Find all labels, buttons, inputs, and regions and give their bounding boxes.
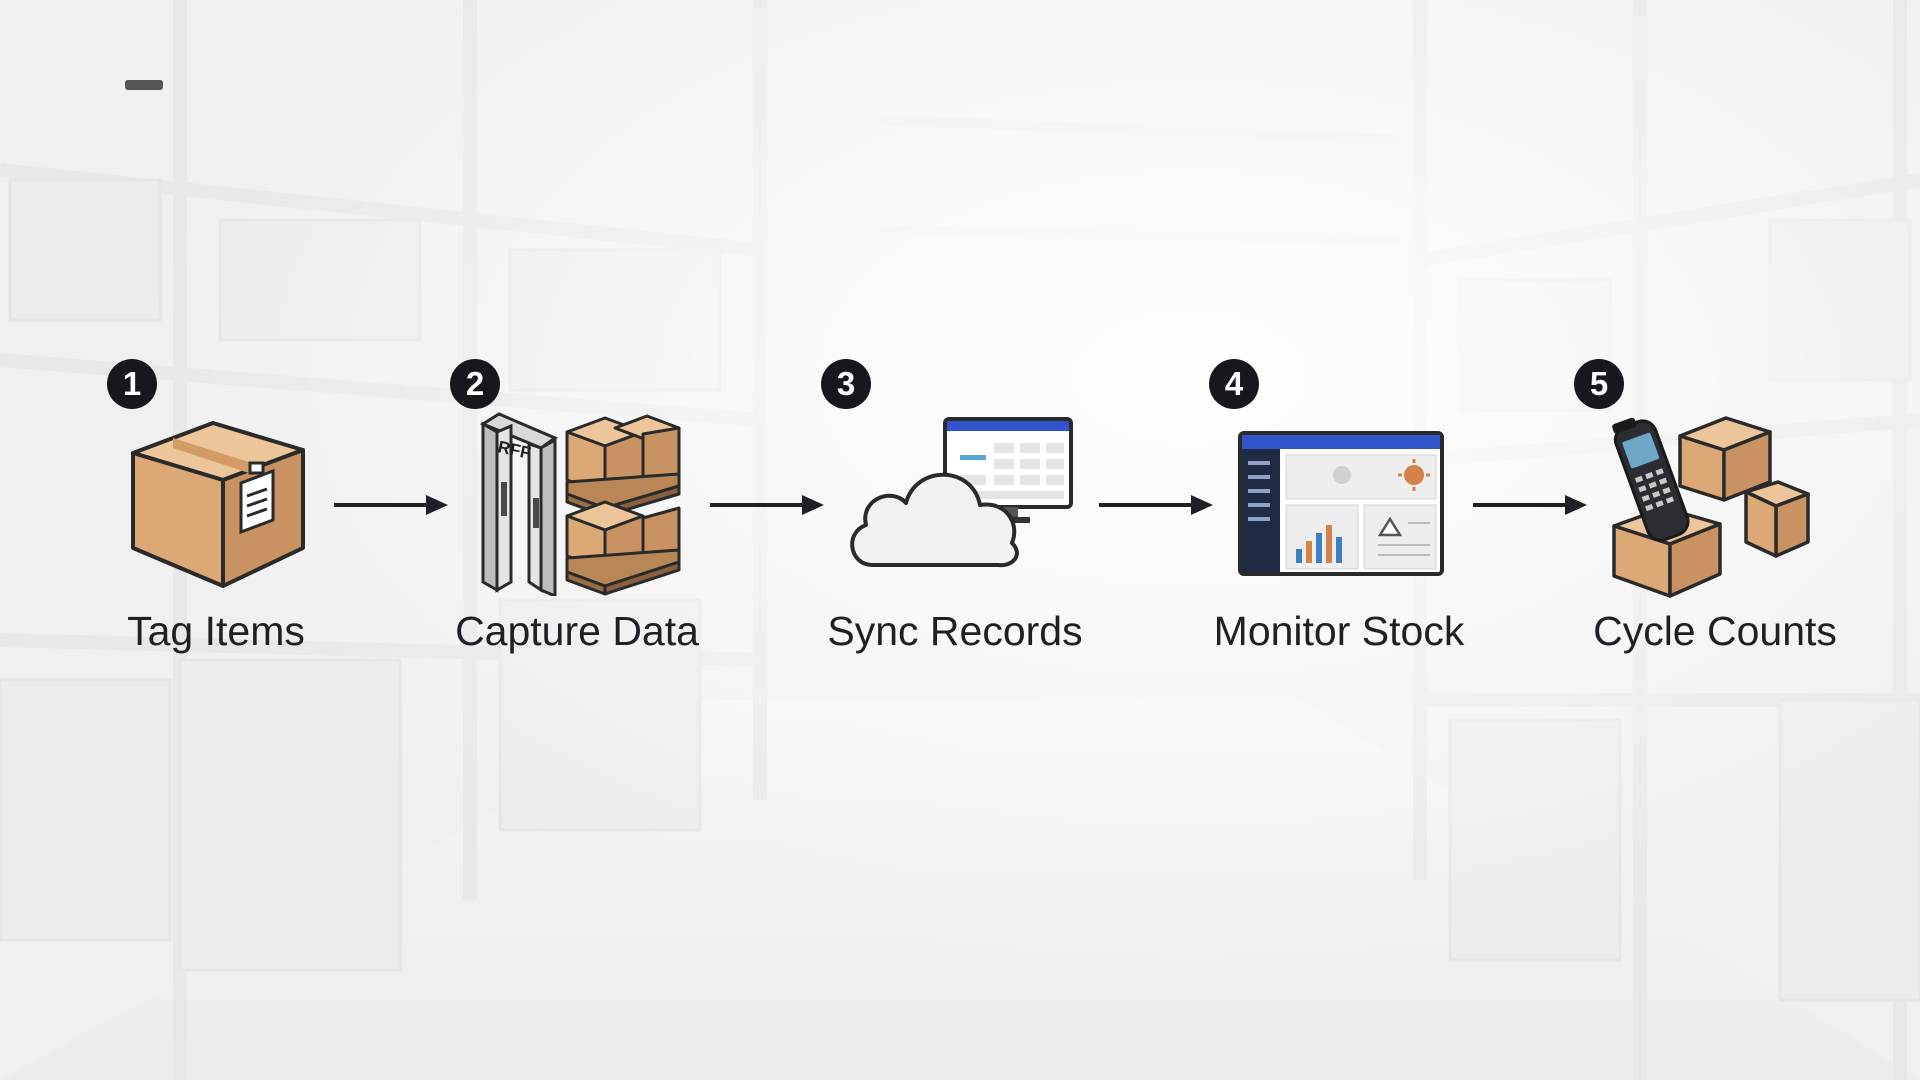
cloud-monitor-icon — [842, 415, 1074, 569]
step-label: Tag Items — [127, 608, 305, 655]
step-number-badge: 2 — [450, 359, 500, 409]
tagged-box-icon — [128, 418, 308, 590]
step-number-badge: 3 — [821, 359, 871, 409]
step-number-badge: 1 — [107, 359, 157, 409]
arrow-right-icon — [1099, 493, 1213, 522]
step-number-badge: 4 — [1209, 359, 1259, 409]
arrow-right-icon — [710, 493, 824, 522]
step-label: Sync Records — [827, 608, 1082, 655]
step-label: Cycle Counts — [1593, 608, 1837, 655]
step-label: Capture Data — [455, 608, 699, 655]
arrow-right-icon — [334, 493, 448, 522]
rfid-gate-pallets-icon: RFF — [475, 412, 685, 596]
step-label: Monitor Stock — [1214, 608, 1465, 655]
dashboard-icon — [1238, 431, 1444, 576]
arrow-right-icon — [1473, 493, 1587, 522]
handheld-scanner-boxes-icon — [1598, 414, 1810, 598]
step-number-badge: 5 — [1574, 359, 1624, 409]
